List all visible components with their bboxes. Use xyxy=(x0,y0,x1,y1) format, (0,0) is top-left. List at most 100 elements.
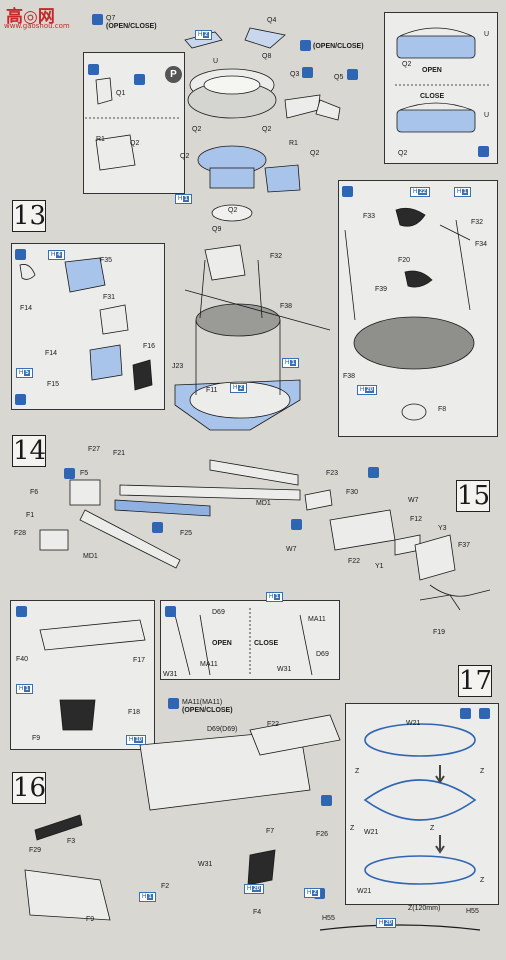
label-h55a: H55 xyxy=(322,915,335,922)
label-q4: Q4 xyxy=(267,17,276,24)
label-f6: F6 xyxy=(30,489,38,496)
label-f8: F8 xyxy=(438,406,446,413)
label-f23: F23 xyxy=(326,470,338,477)
glue-icon xyxy=(479,708,490,719)
part-f4 xyxy=(247,849,276,886)
close-state-part xyxy=(396,109,476,133)
p-marker-icon: P xyxy=(165,66,182,83)
label-f35: F35 xyxy=(100,257,112,264)
gun-breech-f22 xyxy=(249,714,341,756)
label-f2: F2 xyxy=(161,883,169,890)
label-f38b: F38 xyxy=(343,373,355,380)
label-z3: Z xyxy=(350,825,355,832)
part-q5 xyxy=(315,99,341,121)
seat-f20 xyxy=(404,270,433,288)
label-f12: F12 xyxy=(410,516,422,523)
label-f14b: F14 xyxy=(45,350,57,357)
label-f1: F1 xyxy=(26,512,34,519)
mount-f5 xyxy=(69,479,101,506)
label-f32a: F32 xyxy=(270,253,282,260)
label-f9b: F9 xyxy=(86,916,94,923)
part-y3 xyxy=(414,534,456,581)
label-d69c: D69(D69) xyxy=(207,726,237,733)
label-f18: F18 xyxy=(128,709,140,716)
label-w7b: W7 xyxy=(286,546,297,553)
watermark-main: 高◎网 xyxy=(6,7,55,27)
label-f5: F5 xyxy=(80,470,88,477)
mesh-floor-f38 xyxy=(195,303,281,337)
step-13-number: 13 xyxy=(12,200,47,232)
part-f15 xyxy=(89,344,123,381)
ring-q9 xyxy=(211,204,253,222)
label-f30: F30 xyxy=(346,489,358,496)
label-r1a: R1 xyxy=(96,136,105,143)
glue-icon xyxy=(92,14,103,25)
label-f38a: F38 xyxy=(280,303,292,310)
label-q9: Q9 xyxy=(212,226,221,233)
part-f19 xyxy=(419,594,461,611)
label-f25: F25 xyxy=(180,530,192,537)
label-f31: F31 xyxy=(103,294,115,301)
cable-w21-a xyxy=(364,723,476,757)
label-f39: F39 xyxy=(375,286,387,293)
label-h55b: H55 xyxy=(466,908,479,915)
part-q1 xyxy=(95,77,113,105)
label-z2: Z xyxy=(480,768,485,775)
bin-f9-detail xyxy=(59,699,96,731)
watermark-logo: 高◎网 www.gaoshou.com xyxy=(2,2,82,32)
step-14-number: 14 xyxy=(12,435,47,467)
label-q2d: Q2 xyxy=(262,126,271,133)
label-w31a: W31 xyxy=(163,671,178,678)
label-f16: F16 xyxy=(143,343,155,350)
label-f33: F33 xyxy=(363,213,375,220)
label-z1: Z xyxy=(355,768,360,775)
label-f19: F19 xyxy=(433,629,445,636)
label-y3: Y3 xyxy=(438,525,447,532)
label-q8-note: (OPEN/CLOSE) xyxy=(313,43,364,50)
barrel-f25 xyxy=(114,499,211,517)
rotate-icon xyxy=(460,708,471,719)
glue-icon xyxy=(478,146,489,157)
label-d69a: D69 xyxy=(212,609,225,616)
label-f4: F4 xyxy=(253,909,261,916)
label-f32b: F32 xyxy=(471,219,483,226)
label-ma11a: MA11 xyxy=(200,661,218,668)
label-q3: Q3 xyxy=(290,71,299,78)
part-f16 xyxy=(132,359,153,391)
label-w31b: W31 xyxy=(277,666,292,673)
label-f15: F15 xyxy=(47,381,59,388)
label-ma11c: MA11(MA11) xyxy=(182,699,222,706)
label-f22a: F22 xyxy=(348,558,360,565)
label-f21: F21 xyxy=(113,450,125,457)
label-w21c: W21 xyxy=(357,888,372,895)
label-q2b: Q2 xyxy=(398,150,407,157)
label-d69b: D69 xyxy=(316,651,329,658)
label-y1: Y1 xyxy=(375,563,384,570)
label-f28: F28 xyxy=(14,530,26,537)
label-u2: U xyxy=(484,31,489,38)
part-q3 xyxy=(284,94,321,119)
glue-icon xyxy=(342,186,353,197)
label-f7: F7 xyxy=(266,828,274,835)
part-f23 xyxy=(304,489,333,511)
label-f27: F27 xyxy=(88,446,100,453)
legend-close-16: CLOSE xyxy=(254,640,278,647)
mount-f1 xyxy=(39,529,69,551)
part-f29 xyxy=(34,814,83,841)
label-q2f: Q2 xyxy=(310,150,319,157)
label-q7-note: (OPEN/CLOSE) xyxy=(106,23,157,30)
label-ma11c-note: (OPEN/CLOSE) xyxy=(182,707,233,714)
side-part-right xyxy=(264,164,301,193)
repeat-icon xyxy=(347,69,358,80)
